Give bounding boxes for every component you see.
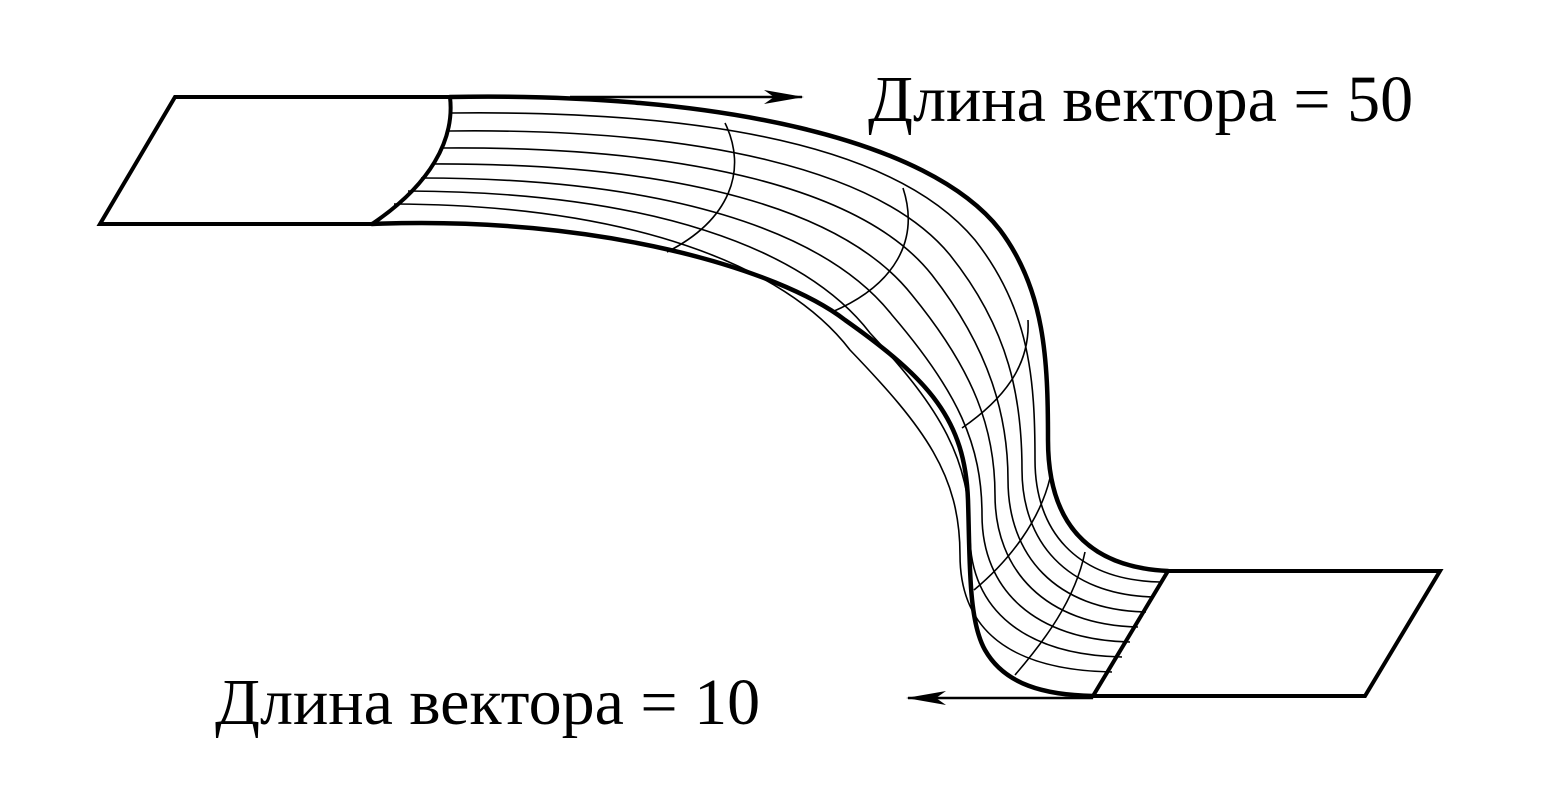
upper-boundary-curve — [447, 94, 1171, 574]
isoline-3 — [441, 147, 1147, 613]
bottom-vector-label: Длина вектора = 10 — [215, 666, 760, 739]
lower-boundary-curve — [369, 220, 1096, 699]
top-vector-label: Длина вектора = 50 — [868, 63, 1413, 136]
surface-cross-sections — [666, 122, 1086, 676]
surface-boundaries — [369, 94, 1171, 699]
cross-section-1 — [666, 122, 736, 253]
isoline-1 — [451, 112, 1161, 583]
right-face — [1089, 569, 1444, 698]
isoline-5 — [420, 177, 1131, 643]
tangent-vectors — [570, 90, 1093, 705]
cross-section-5 — [1014, 551, 1086, 676]
cross-section-2 — [831, 187, 909, 313]
surface-isolines — [393, 112, 1161, 673]
isoline-7 — [393, 203, 1113, 673]
left-face — [96, 95, 453, 226]
isoline-6 — [407, 190, 1123, 658]
isoline-4 — [432, 163, 1139, 628]
isoline-2 — [448, 130, 1155, 598]
cross-section-3 — [961, 319, 1029, 429]
cross-section-4 — [973, 477, 1051, 591]
